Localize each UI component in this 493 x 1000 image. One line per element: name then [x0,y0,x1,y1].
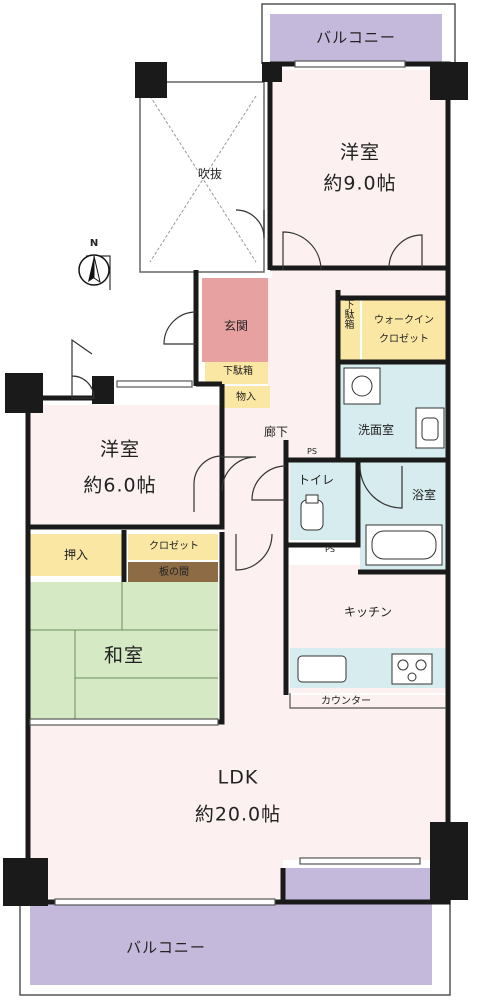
washitsu-label: 和室 [103,644,145,667]
balcony-top-rail [261,3,456,64]
counter-label: カウンター [321,696,371,707]
kitchen-label: キッチン [343,605,393,619]
windows [29,60,421,906]
walkin-line2: クロゼット [379,334,429,345]
monoire-label: 物入 [236,392,256,403]
vanity-sink [415,407,445,449]
compass-label: N [89,238,99,249]
bath-label: 浴室 [411,488,437,502]
closet-label: クロゼット [149,541,199,552]
western-room-6-area [28,405,220,527]
geta-horizontal-label: 下駄箱 [223,366,253,377]
itanoma-label: 板の間 [159,567,189,578]
toilet-label: トイレ [297,473,335,487]
balcony-bottom-area [30,868,432,985]
ps-top-label: PS [307,447,317,456]
bathtub [365,524,443,566]
walkin-line1: ウォークイン [374,315,434,326]
cooktop [391,653,433,685]
compass-icon [78,254,110,286]
balcony-bottom-label: バルコニー [126,938,206,957]
ldk-area [28,532,448,898]
balcony-top-area [270,14,442,64]
fukinuke-cross [149,95,257,263]
toilet-fixture [300,494,324,531]
doors [71,209,423,571]
geta-horizontal-area [205,362,268,384]
toilet-area [290,460,358,540]
balcony-bottom-rail [19,880,451,996]
balcony-top-label: バルコニー [316,28,396,47]
ldk-area-label: 約20.0帖 [194,803,282,826]
monoire-area [222,386,270,408]
western-room-9-name: 洋室 [339,141,381,164]
columns [3,62,468,906]
genkan-label: 玄関 [223,319,249,333]
itanoma-area [128,562,218,582]
fukinuke-void [139,81,265,273]
genkan-area [202,278,268,362]
western-room-9-area [272,70,448,298]
counter-edge [289,693,446,709]
geta-vertical-label: 下駄箱 [342,299,353,329]
fukinuke-label: 吹抜 [197,167,223,181]
ldk-name: LDK [217,766,259,789]
western-room-6-name: 洋室 [99,438,141,461]
western-room-9-area-label: 約9.0帖 [323,172,397,195]
hallway-entry-area [222,386,282,536]
oshiire-label: 押入 [63,548,89,562]
senmen-label: 洗面室 [357,423,395,437]
washitsu-area [28,582,218,722]
western-room-6-area-label: 約6.0帖 [83,474,157,497]
washing-machine-pan [343,367,381,405]
walkin-closet-area [362,298,446,360]
closet-area [128,534,218,560]
rouka-label: 廊下 [263,425,289,439]
oshiire-area [28,534,124,576]
tatami-lines [28,582,218,722]
kitchen-sink [297,655,347,683]
geta-vertical-area [338,296,360,360]
ps-bottom-label: PS [325,545,335,554]
